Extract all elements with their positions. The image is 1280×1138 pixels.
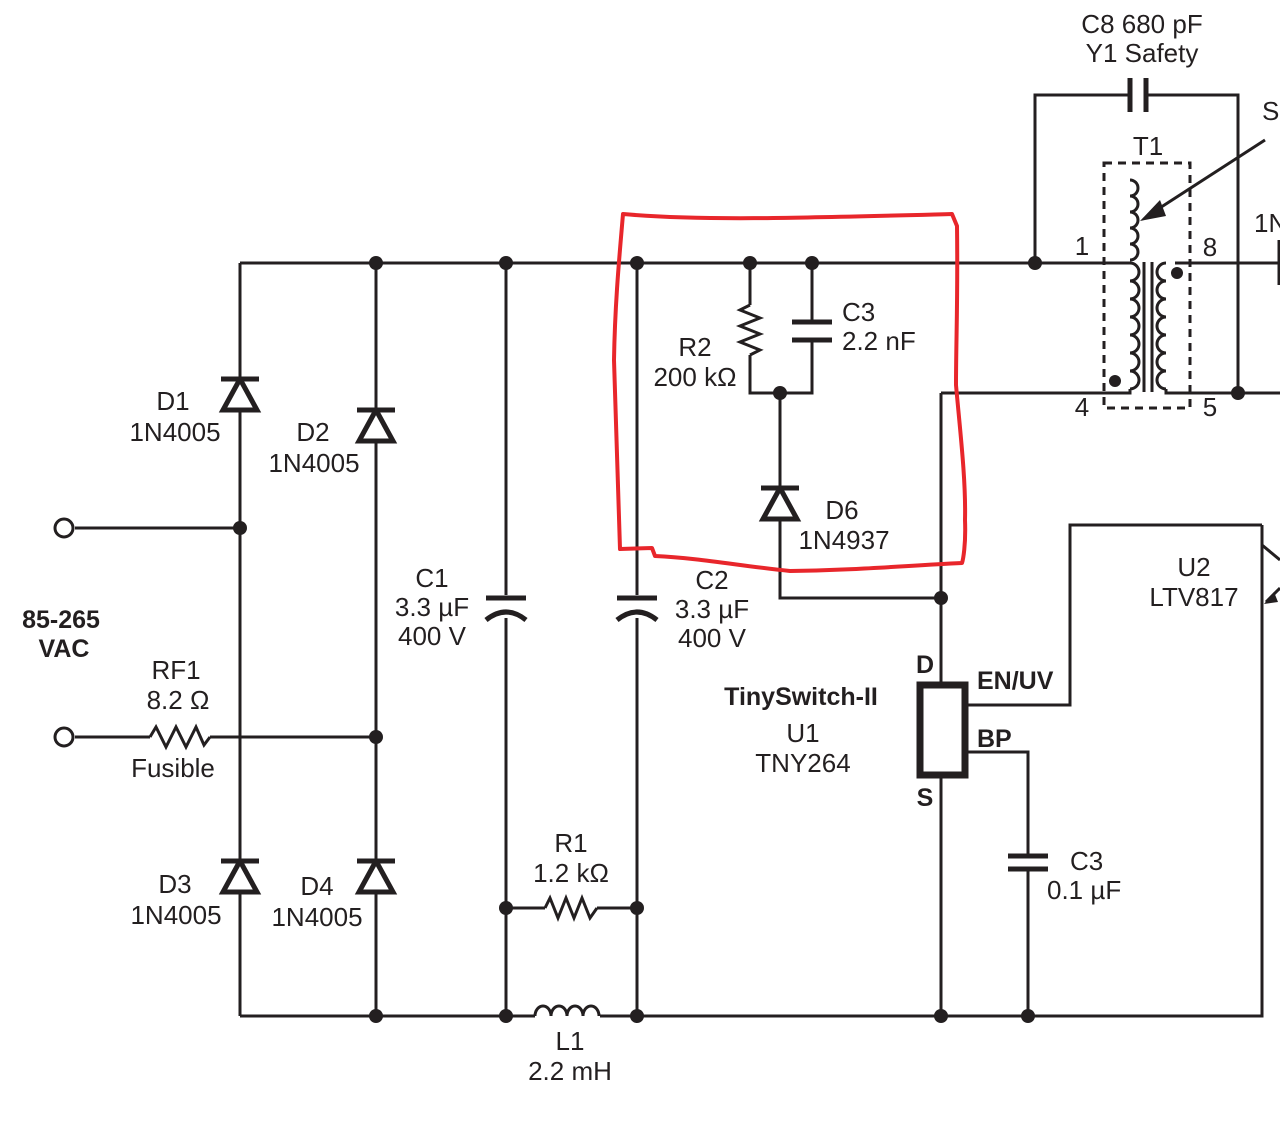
u1-pin-bp: BP (977, 725, 1012, 753)
capacitor-c1-symbol (484, 595, 528, 623)
c3-snubber-ref: C3 (842, 297, 875, 327)
cropped-label-1n: 1N (1254, 208, 1280, 238)
rf1-value: 8.2 Ω (147, 685, 210, 715)
c8-line1: C8 680 pF (1081, 9, 1202, 39)
r1-ref: R1 (554, 828, 587, 858)
c3-snubber-value: 2.2 nF (842, 326, 916, 356)
capacitor-c3-bypass-symbol (1008, 853, 1048, 872)
d2-part: 1N4005 (268, 448, 359, 478)
rf1-ref: RF1 (151, 655, 200, 685)
r2-value: 200 kΩ (653, 362, 736, 392)
d1-ref: D1 (156, 386, 189, 416)
rf1-note: Fusible (131, 753, 215, 783)
diode-d3-symbol (218, 855, 262, 895)
r2-ref: R2 (678, 332, 711, 362)
l1-value: 2.2 mH (528, 1056, 612, 1086)
resistor-rf1-symbol (148, 723, 212, 751)
c8-line2: Y1 Safety (1086, 38, 1199, 68)
inductor-l1-symbol (533, 1004, 601, 1017)
u2-phototransistor-partial (1261, 543, 1280, 604)
diode-d1-symbol (218, 373, 262, 413)
t1-pin1: 1 (1075, 231, 1089, 261)
c1-voltage: 400 V (398, 621, 467, 651)
ac-terminal-2 (53, 726, 75, 748)
u1-pin-d: D (916, 651, 934, 679)
d4-part: 1N4005 (271, 902, 362, 932)
u1-ref: U1 (786, 718, 819, 748)
c1-ref: C1 (415, 563, 448, 593)
resistor-r2-symbol (735, 303, 765, 357)
capacitor-c2-symbol (615, 595, 659, 623)
c2-value: 3.3 µF (675, 594, 749, 624)
d6-ref: D6 (825, 495, 858, 525)
capacitor-c8-symbol (1127, 78, 1149, 112)
input-voltage-label-1: 85-265 (22, 606, 100, 634)
t1-pin4: 4 (1075, 392, 1089, 422)
diode-d4-symbol (354, 855, 398, 895)
u1-family: TinySwitch-II (724, 683, 878, 711)
diode-d2-symbol (354, 404, 398, 444)
wires (75, 93, 1280, 1018)
c2-ref: C2 (695, 565, 728, 595)
junction-dots (233, 256, 1245, 1023)
c2-voltage: 400 V (678, 623, 747, 653)
r1-value: 1.2 kΩ (533, 858, 609, 888)
u1-pin-s: S (917, 784, 934, 812)
shield-winding-arrow (1140, 138, 1266, 221)
d3-part: 1N4005 (130, 900, 221, 930)
c3-bypass-ref: C3 (1070, 846, 1103, 876)
t1-ref: T1 (1133, 131, 1163, 161)
input-voltage-label-2: VAC (39, 635, 90, 663)
resistor-r1-symbol (543, 893, 599, 923)
cropped-label-s: S (1262, 96, 1279, 126)
red-annotation-box (612, 212, 968, 573)
t1-pin8: 8 (1203, 232, 1217, 262)
c3-bypass-value: 0.1 µF (1047, 875, 1121, 905)
t1-dashed-outline (1102, 161, 1192, 410)
capacitor-c3-snubber-symbol (792, 319, 832, 343)
u2-part: LTV817 (1149, 582, 1238, 612)
diode-d6-symbol (758, 482, 802, 522)
u1-part: TNY264 (755, 748, 850, 778)
c1-value: 3.3 µF (395, 592, 469, 622)
d1-part: 1N4005 (129, 417, 220, 447)
d4-ref: D4 (300, 871, 333, 901)
ac-terminal-1 (53, 517, 75, 539)
u1-pin-enuv: EN/UV (977, 667, 1054, 695)
l1-ref: L1 (556, 1026, 585, 1056)
d3-ref: D3 (158, 869, 191, 899)
u1-package (916, 681, 969, 779)
t1-pin5: 5 (1203, 392, 1217, 422)
d6-part: 1N4937 (798, 525, 889, 555)
u2-ref: U2 (1177, 552, 1210, 582)
t1-windings (1109, 178, 1238, 395)
d2-ref: D2 (296, 417, 329, 447)
